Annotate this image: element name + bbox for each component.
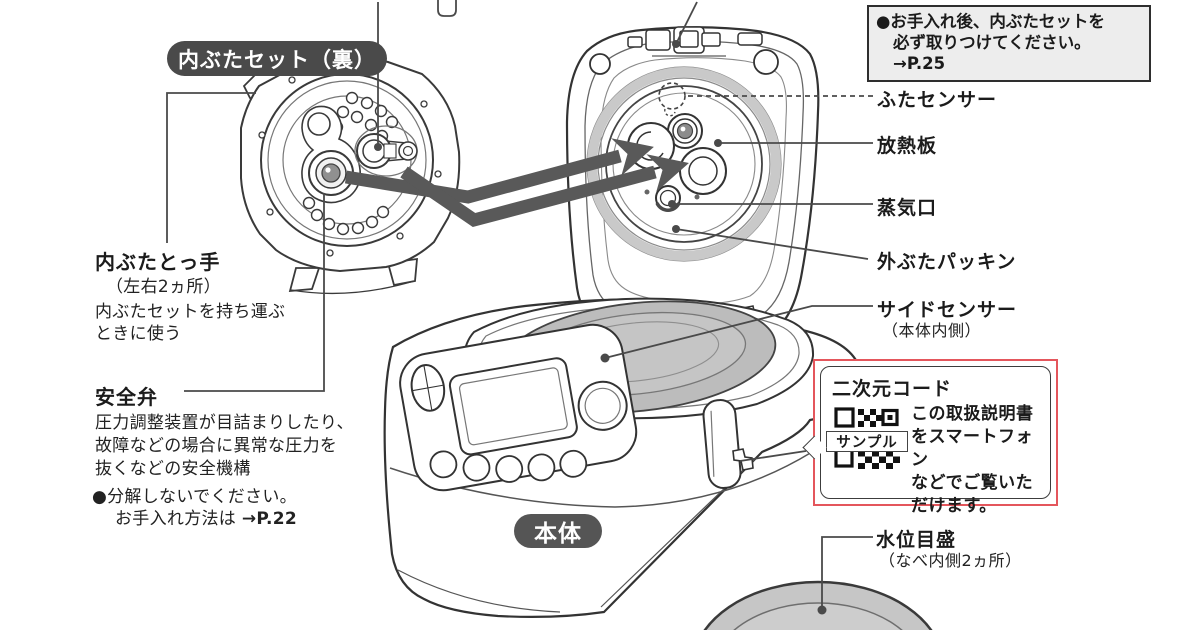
care-note-line1: ●お手入れ後、内ぶたセットを: [876, 12, 1105, 31]
safety-valve-desc2: 故障などの場合に異常な圧力を: [95, 436, 338, 456]
safety-valve-note2-text: お手入れ方法は: [115, 509, 242, 529]
callout-water-level-sub: （なべ内側2ヵ所）: [879, 551, 1022, 570]
body-label-pill: 本体: [514, 514, 602, 548]
inner-lid-set-label: 内ぶたセット（裏）: [178, 47, 376, 72]
panel-button[interactable]: [461, 453, 491, 483]
care-note-box: ●お手入れ後、内ぶたセットを 必ず取りつけてください。 →P.25: [867, 5, 1151, 83]
callout-steam-vent: 蒸気口: [877, 197, 938, 219]
panel-button[interactable]: [558, 449, 588, 479]
care-note-line2: 必ず取りつけてください。: [893, 33, 1091, 53]
panel-button[interactable]: [494, 454, 524, 484]
leader-lines: [166, 1, 873, 610]
control-panel: [399, 323, 638, 492]
qr-code-inner-box: 二次元コード サンプル この取扱説明書 をスマートフォン などでご: [820, 366, 1051, 516]
qr-sample-text: サンプル: [836, 435, 898, 451]
callout-water-level: 水位目盛: [876, 529, 957, 551]
qr-box-title: 二次元コード: [832, 378, 953, 400]
display-screen: [448, 357, 578, 456]
lid-sensor-part: [658, 82, 686, 117]
lid-release-clip-part: [732, 448, 754, 471]
qr-code-callout-box: 二次元コード サンプル この取扱説明書 をスマートフォン などでご: [813, 359, 1058, 516]
callout-heat-plate: 放熱板: [877, 135, 938, 157]
cropped-callout-fragment: [437, 0, 457, 17]
lid-latch-part: [627, 26, 763, 57]
inner-lid-shaft-part: [354, 125, 418, 177]
qr-sample-banner: サンプル: [826, 431, 908, 452]
leader-dots: [374, 40, 827, 615]
safety-valve-desc1: 圧力調整装置が目詰まりしたり、: [95, 413, 354, 433]
inner-pot-drawing: [703, 580, 933, 630]
inner-lid-set-label-pill: 内ぶたセット（裏）: [167, 41, 387, 76]
callout-inner-lid-handle-sub: （左右2ヵ所）: [106, 277, 221, 297]
steam-vent-part: [679, 147, 727, 195]
panel-button[interactable]: [428, 449, 458, 479]
qr-desc-line1: この取扱説明書: [911, 404, 1034, 424]
safety-valve-note1: ●分解しないでください。: [92, 487, 297, 507]
callout-side-sensor: サイドセンサー: [877, 299, 1018, 321]
qr-box-description: この取扱説明書 をスマートフォン などでご覧いた だけます。: [911, 403, 1050, 518]
safety-valve-page-ref: →P.22: [241, 509, 298, 529]
panel-button[interactable]: [526, 452, 556, 482]
safety-valve-note2: お手入れ方法は →P.22: [115, 504, 297, 529]
callout-outer-lid-gasket: 外ぶたパッキン: [877, 251, 1017, 273]
callout-inner-lid-handle: 内ぶたとっ手: [95, 250, 221, 274]
callout-side-sensor-sub: （本体内側）: [882, 321, 982, 340]
safety-valve-part: [308, 150, 354, 196]
open-lid-drawing: [565, 26, 820, 357]
callout-safety-valve: 安全弁: [95, 385, 158, 409]
inner-lid-handle-desc1: 内ぶたセットを持ち運ぶ: [95, 302, 286, 322]
safety-valve-desc3: 抜くなどの安全機構: [95, 459, 251, 479]
callout-lid-sensor: ふたセンサー: [877, 89, 998, 111]
insert-direction-arrows: [344, 138, 689, 228]
qr-desc-line2: をスマートフォン: [911, 427, 1033, 470]
qr-desc-line3: などでご覧いた: [911, 473, 1034, 493]
body-label: 本体: [534, 521, 582, 547]
inner-lid-handle-desc2: ときに使う: [95, 324, 182, 344]
inner-lid-set-drawing: [240, 55, 461, 295]
qr-desc-line4: だけます。: [911, 496, 997, 516]
care-note-page-ref: →P.25: [893, 54, 946, 74]
